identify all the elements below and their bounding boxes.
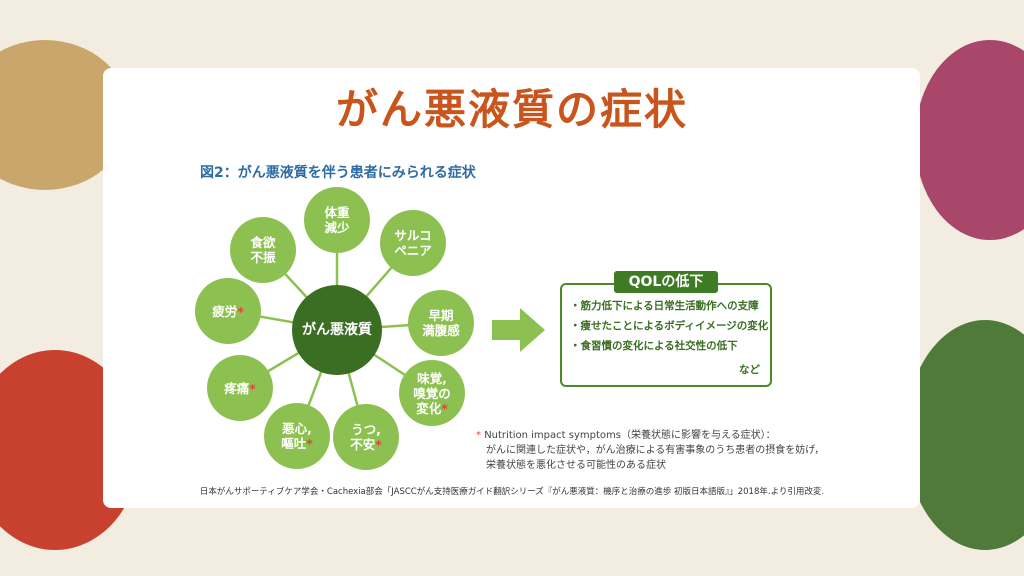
asterisk: *: [375, 437, 382, 452]
asterisk: *: [249, 380, 256, 396]
symptom-text: 早期 満腹感: [422, 308, 460, 338]
symptom-text: 悪心, 嘔吐*: [281, 421, 313, 451]
qol-label: QOLの低下: [614, 271, 718, 293]
symptom-label: サルコ ペニア: [394, 228, 432, 258]
broccoli-illustration: [905, 320, 1024, 550]
symptom-node: 疼痛*: [207, 355, 273, 421]
qol-etc: など: [739, 364, 760, 376]
footnote-line-1: * Nutrition impact symptoms（栄養状態に影響を与える症…: [476, 430, 776, 441]
center-node: がん悪液質: [292, 285, 382, 375]
figure-caption: 図2：がん悪液質を伴う患者にみられる症状: [200, 165, 476, 181]
symptom-text: サルコ ペニア: [394, 228, 432, 258]
symptom-node: 体重 減少: [304, 187, 370, 253]
symptom-node: サルコ ペニア: [380, 210, 446, 276]
qol-item: ・痩せたことによるボディイメージの変化: [570, 320, 769, 332]
symptom-label: 疲労: [212, 303, 238, 319]
asterisk: *: [237, 303, 244, 319]
symptom-node: 悪心, 嘔吐*: [264, 403, 330, 469]
asterisk: *: [306, 436, 313, 451]
footnote-line-2: がんに関連した症状や，がん治療による有害事象のうち患者の摂食を妨げ，: [486, 445, 825, 456]
qol-item: ・筋力低下による日常生活動作への支障: [570, 300, 759, 312]
qol-box: ・筋力低下による日常生活動作への支障 ・痩せたことによるボディイメージの変化 ・…: [560, 283, 772, 387]
symptom-text: 疲労*: [212, 304, 244, 319]
asterisk: *: [441, 400, 448, 416]
symptom-label: 味覚, 嗅覚の 変化: [413, 370, 451, 416]
symptom-text: 味覚, 嗅覚の 変化*: [413, 371, 451, 416]
symptom-label: 体重 減少: [324, 205, 350, 235]
symptom-node: 疲労*: [195, 278, 261, 344]
symptom-node: 早期 満腹感: [408, 290, 474, 356]
arrow-icon: [492, 308, 545, 352]
symptom-label: 疼痛: [224, 380, 250, 396]
footnote-line-3: 栄養状態を悪化させる可能性のある症状: [486, 460, 666, 471]
symptom-node: うつ, 不安*: [333, 404, 399, 470]
symptom-label: うつ, 不安: [350, 422, 381, 452]
symptom-text: 体重 減少: [324, 205, 349, 235]
symptom-label: 早期 満腹感: [422, 308, 460, 338]
asterisk: *: [476, 430, 481, 441]
symptom-node: 味覚, 嗅覚の 変化*: [399, 360, 465, 426]
symptom-label: 食欲 不振: [250, 235, 276, 265]
footnote: * Nutrition impact symptoms（栄養状態に影響を与える症…: [476, 428, 824, 473]
qol-item: ・食習慣の変化による社交性の低下: [570, 340, 738, 352]
symptom-label: 悪心, 嘔吐: [281, 421, 312, 451]
symptom-text: 疼痛*: [224, 381, 256, 396]
symptom-node: 食欲 不振: [230, 217, 296, 283]
onion-illustration: [915, 40, 1024, 240]
symptom-text: 食欲 不振: [250, 235, 275, 265]
citation: 日本がんサポーティブケア学会・Cachexia部会「JASCCがん支持医療ガイド…: [199, 487, 825, 497]
symptom-text: うつ, 不安*: [350, 422, 382, 452]
page-title: がん悪液質の症状: [335, 85, 688, 134]
